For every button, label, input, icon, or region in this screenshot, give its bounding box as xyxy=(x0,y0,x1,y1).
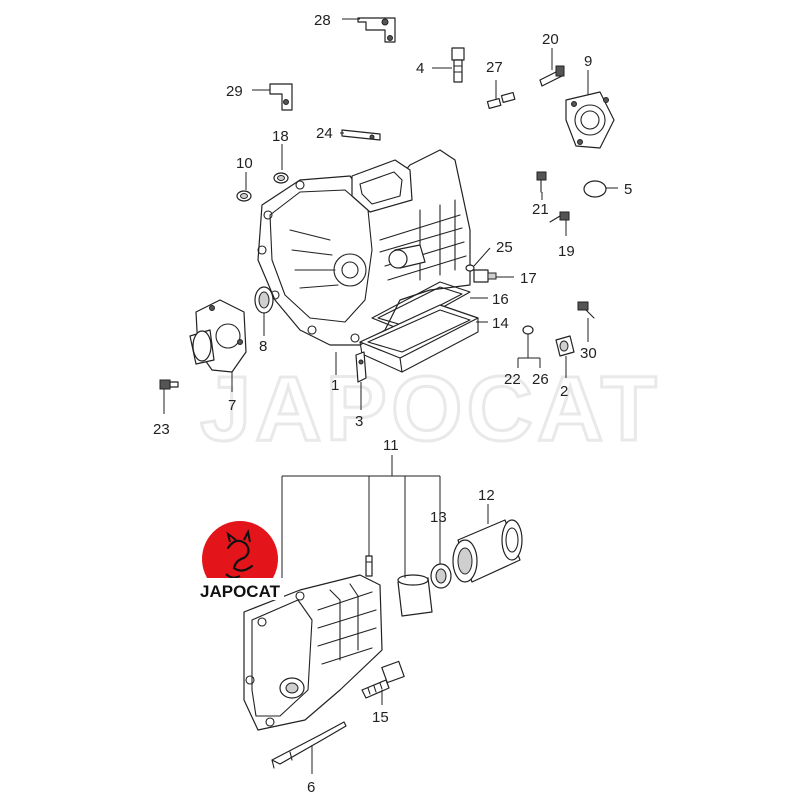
cat-icon xyxy=(225,528,254,579)
callout-22[interactable]: 22 xyxy=(504,371,521,388)
logo-text: JAPOCAT xyxy=(200,582,281,601)
bolt-part-19 xyxy=(549,211,570,223)
o-ring-part-25 xyxy=(465,264,475,272)
breather-part-4 xyxy=(451,47,465,83)
bolt-part-15 xyxy=(361,660,405,699)
bearing-part-13 xyxy=(430,563,452,589)
callout-3[interactable]: 3 xyxy=(355,413,363,430)
callout-4[interactable]: 4 xyxy=(416,60,424,77)
extension-housing-part-11 xyxy=(243,574,383,731)
oil-seal-part-8 xyxy=(254,286,274,314)
callout-30[interactable]: 30 xyxy=(580,345,597,362)
callout-12[interactable]: 12 xyxy=(478,487,495,504)
drain-plug-part-17 xyxy=(473,269,497,283)
bolt-part-30 xyxy=(577,301,595,319)
gasket-part-16 xyxy=(371,281,471,331)
leader-lines xyxy=(163,18,618,774)
callout-18[interactable]: 18 xyxy=(272,128,289,145)
lever-part-3 xyxy=(355,351,367,383)
callout-24[interactable]: 24 xyxy=(316,125,333,142)
front-retainer-part-7 xyxy=(189,299,247,373)
bolt-part-20 xyxy=(539,65,565,87)
pin-part-11-detail xyxy=(365,555,373,577)
plug-part-2 xyxy=(555,335,575,357)
callout-14[interactable]: 14 xyxy=(492,315,509,332)
plug-part-5 xyxy=(583,180,607,198)
bolt-part-21 xyxy=(536,171,547,193)
callout-20[interactable]: 20 xyxy=(542,31,559,48)
callout-9[interactable]: 9 xyxy=(584,53,592,70)
ring-part-22 xyxy=(522,325,534,335)
seal-part-10 xyxy=(236,190,252,202)
callout-5[interactable]: 5 xyxy=(624,181,632,198)
callout-numbers: 28 4 20 27 9 29 18 24 10 21 19 5 25 17 1… xyxy=(153,12,632,796)
callout-13[interactable]: 13 xyxy=(430,509,447,526)
callout-25[interactable]: 25 xyxy=(496,239,513,256)
callout-16[interactable]: 16 xyxy=(492,291,509,308)
callout-23[interactable]: 23 xyxy=(153,421,170,438)
bushing-part-12 xyxy=(452,519,523,583)
callout-7[interactable]: 7 xyxy=(228,397,236,414)
callout-26[interactable]: 26 xyxy=(532,371,549,388)
callout-1[interactable]: 1 xyxy=(331,377,339,394)
callout-29[interactable]: 29 xyxy=(226,83,243,100)
pin-part-24 xyxy=(341,129,381,141)
callout-10[interactable]: 10 xyxy=(236,155,253,172)
bolt-part-23 xyxy=(159,379,179,390)
callout-11[interactable]: 11 xyxy=(383,437,399,454)
flange-part-9 xyxy=(565,91,615,149)
japocat-logo: JAPOCAT xyxy=(198,521,284,601)
clip-part-6 xyxy=(271,721,347,769)
oil-pan-part-14 xyxy=(359,304,479,373)
callout-15[interactable]: 15 xyxy=(372,709,389,726)
bracket-part-29 xyxy=(269,83,293,111)
sleeve-part-11-detail xyxy=(397,574,433,617)
callout-8[interactable]: 8 xyxy=(259,338,267,355)
callout-19[interactable]: 19 xyxy=(558,243,575,260)
dowel-pins-part-27 xyxy=(486,91,516,110)
callout-2[interactable]: 2 xyxy=(560,383,568,400)
bracket-part-28 xyxy=(357,17,396,43)
callout-27[interactable]: 27 xyxy=(486,59,503,76)
watermark: JAPOCAT xyxy=(200,358,661,460)
transmission-case-upper xyxy=(257,149,471,346)
callout-21[interactable]: 21 xyxy=(532,201,549,218)
callout-28[interactable]: 28 xyxy=(314,12,331,29)
callout-6[interactable]: 6 xyxy=(307,779,315,796)
seal-part-18 xyxy=(273,172,289,184)
callout-17[interactable]: 17 xyxy=(520,270,537,287)
